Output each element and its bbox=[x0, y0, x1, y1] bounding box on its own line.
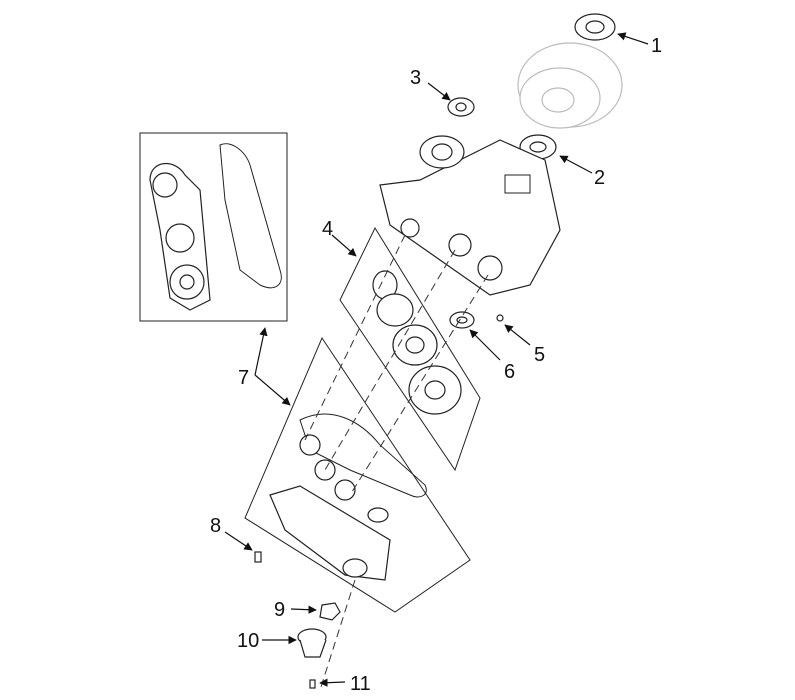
part-1-bearing bbox=[574, 13, 616, 41]
part-9-nut bbox=[319, 602, 341, 621]
part-3-bearing bbox=[447, 97, 475, 117]
part-11-bolt bbox=[309, 679, 316, 689]
callout-10: 10 bbox=[237, 630, 259, 652]
callout-4: 4 bbox=[322, 218, 333, 240]
callout-2: 2 bbox=[594, 167, 605, 189]
gear-set-box bbox=[339, 226, 481, 472]
assembly-lines bbox=[304, 234, 489, 691]
callout-8: 8 bbox=[210, 515, 221, 537]
callout-7: 7 bbox=[238, 367, 249, 389]
cover-assembly-box bbox=[244, 336, 471, 613]
inset-box bbox=[139, 132, 288, 322]
part-6-seal bbox=[449, 311, 475, 329]
callout-3: 3 bbox=[410, 67, 421, 89]
callout-9: 9 bbox=[274, 599, 285, 621]
callout-11: 11 bbox=[350, 673, 371, 695]
wheel-ghost bbox=[517, 42, 623, 129]
part-10-cap bbox=[297, 628, 327, 658]
gearbox-housing bbox=[379, 135, 561, 296]
part-5-pin bbox=[496, 314, 504, 322]
leader-lines bbox=[224, 32, 649, 687]
part-8-bolt bbox=[254, 551, 262, 563]
callout-6: 6 bbox=[504, 361, 515, 383]
callout-5: 5 bbox=[534, 344, 545, 366]
callout-1: 1 bbox=[651, 35, 662, 57]
